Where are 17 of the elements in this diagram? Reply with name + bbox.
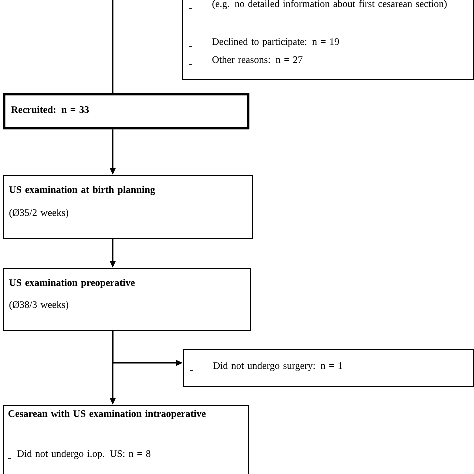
flow-box (3, 268, 252, 332)
node-text: US examination preoperative (9, 279, 135, 288)
node-text: Other reasons: n = 27 (212, 56, 303, 64)
flow-box (3, 93, 250, 130)
node-text: US examination at birth planning (9, 186, 156, 196)
flow-box (182, 0, 474, 80)
flow-box (3, 175, 254, 240)
node-text: Did not undergo i.op. US: n = 8 (17, 450, 151, 460)
node-text: Did not undergo surgery: n = 1 (213, 362, 342, 372)
node-text: Cesarean with US examination intraoperative (8, 410, 206, 420)
node-text: Recruited: n = 33 (11, 106, 90, 114)
flow-box (3, 405, 250, 474)
node-text: (Ø38/3 weeks) (10, 301, 69, 310)
flow-box (183, 349, 474, 388)
node-text: (e.g. no detailed information about first cesarean section) (212, 0, 447, 10)
node-text: (Ø35/2 weeks) (10, 209, 69, 218)
node-text: Declined to participate: n = 19 (212, 38, 340, 48)
